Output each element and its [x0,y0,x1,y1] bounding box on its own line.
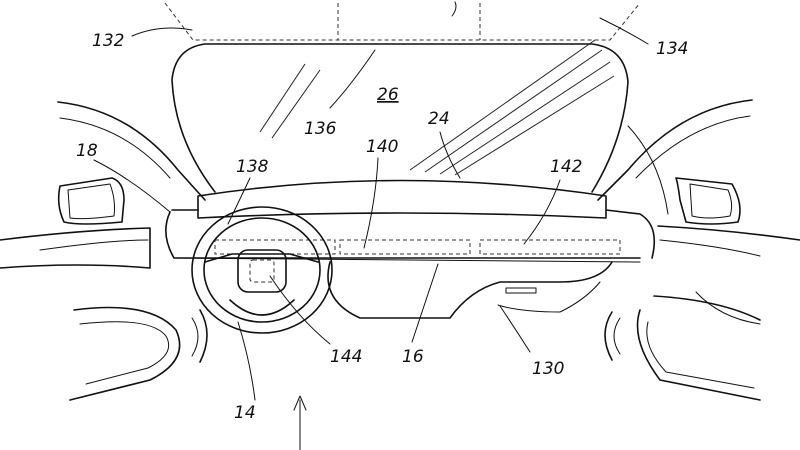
label-14: 14 [234,403,256,423]
windshield [171,39,629,193]
leader-lines [93,17,649,450]
label-134: 134 [656,39,688,59]
steering-wheel [191,206,333,334]
label-142: 142 [550,157,582,177]
pillars [57,99,753,215]
head-up-projection-zones [164,1,641,41]
label-24: 24 [428,109,450,129]
right-side-mirror [675,177,741,225]
label-140: 140 [366,137,398,157]
label-16: 16 [402,347,424,367]
right-door [604,225,800,401]
label-26: 26 [377,85,399,105]
left-side-mirror [57,177,125,225]
label-136: 136 [304,119,337,139]
reference-labels: 132 134 136 26 24 18 138 140 142 144 16 … [76,31,688,423]
label-144: 144 [330,347,362,367]
label-132: 132 [92,31,124,51]
label-130: 130 [532,359,564,379]
label-18: 18 [76,141,98,161]
dashboard [165,179,656,319]
label-138: 138 [236,157,269,177]
left-door [0,227,208,401]
